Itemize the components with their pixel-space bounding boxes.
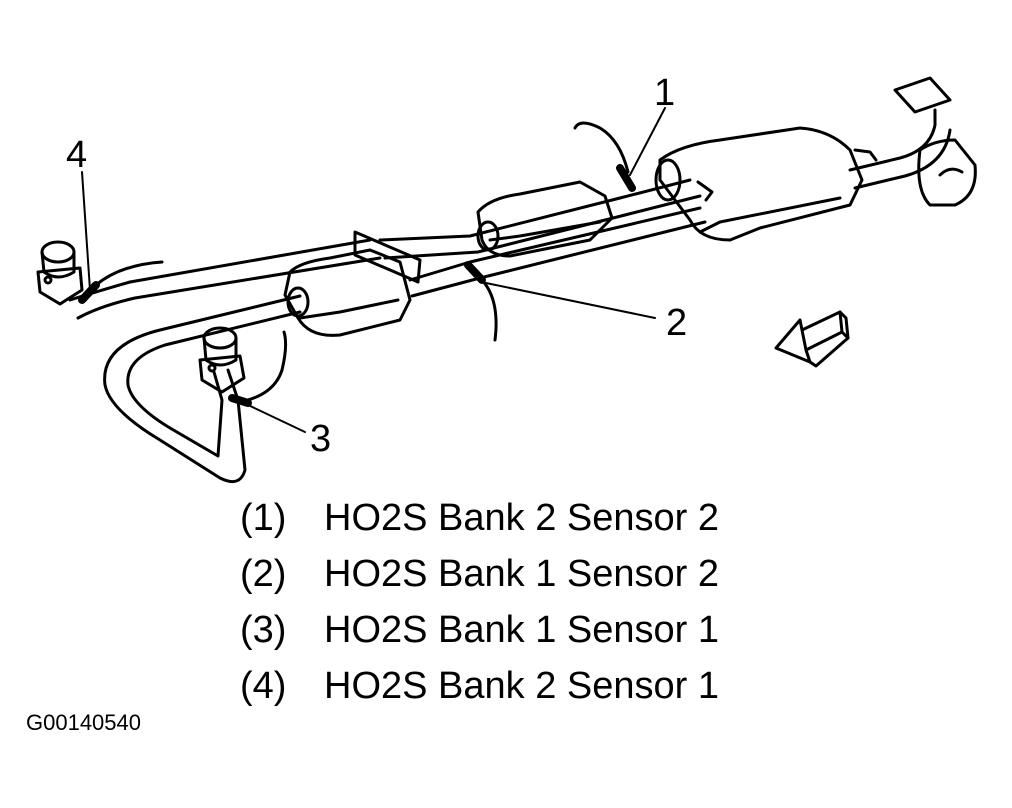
legend-label: HO2S Bank 1 Sensor 2 <box>324 553 719 595</box>
bank1-manifold-flange <box>198 326 246 394</box>
bank1-front-pipe <box>103 294 302 484</box>
leader-line-3 <box>245 403 306 433</box>
legend-item: (4) HO2S Bank 2 Sensor 1 <box>240 658 719 714</box>
legend-item: (2) HO2S Bank 1 Sensor 2 <box>240 546 719 602</box>
callout-4: 4 <box>66 134 88 176</box>
legend-number: (2) <box>240 553 287 595</box>
rear-catalytic-converter <box>476 180 614 258</box>
leader-line-4 <box>81 171 91 291</box>
legend-number: (3) <box>240 609 287 651</box>
callout-1: 1 <box>654 72 676 114</box>
legend-label: HO2S Bank 1 Sensor 1 <box>324 609 719 651</box>
sensor-3-wire <box>228 330 288 407</box>
leader-line-2 <box>485 282 656 319</box>
muffler <box>654 126 864 242</box>
legend-number: (1) <box>240 497 287 539</box>
sensor-legend: (1) HO2S Bank 2 Sensor 2 (2) HO2S Bank 1… <box>240 490 719 714</box>
bank2-manifold-flange <box>36 240 84 306</box>
muffler-hanger <box>696 148 878 202</box>
callout-3: 3 <box>310 418 332 460</box>
sensor-2-wire <box>464 261 498 342</box>
leader-lines <box>81 107 666 433</box>
tailpipe <box>848 76 977 207</box>
legend-label: HO2S Bank 2 Sensor 2 <box>324 497 719 539</box>
front-direction-arrow-icon <box>774 310 850 368</box>
leader-line-1 <box>629 107 666 176</box>
legend-number: (4) <box>240 665 287 707</box>
sensor-4-wire <box>78 260 164 304</box>
figure-id: G00140540 <box>26 710 141 735</box>
front-catalytic-converter <box>283 230 422 337</box>
callout-2: 2 <box>666 302 688 344</box>
legend-item: (3) HO2S Bank 1 Sensor 1 <box>240 602 719 658</box>
bank2-front-pipe <box>68 196 627 320</box>
sensor-1-wire <box>573 121 636 192</box>
legend-item: (1) HO2S Bank 2 Sensor 2 <box>240 490 719 546</box>
legend-label: HO2S Bank 2 Sensor 1 <box>324 665 719 707</box>
